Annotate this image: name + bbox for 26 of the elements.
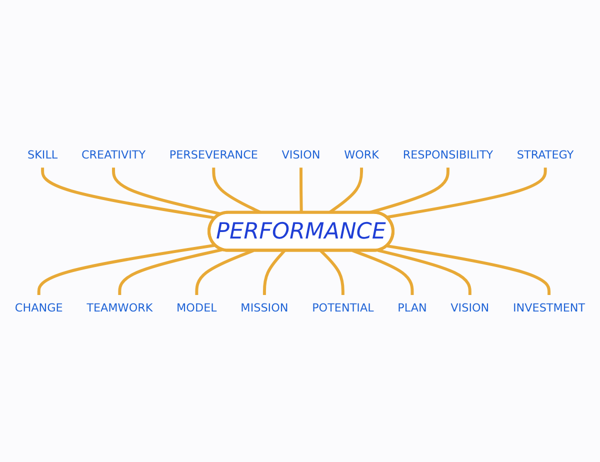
node-text: VISION bbox=[450, 300, 490, 314]
node-text: RESPONSIBILITY bbox=[402, 148, 494, 162]
connector bbox=[368, 167, 450, 214]
connector bbox=[37, 243, 216, 295]
node-text: SKILL bbox=[27, 148, 58, 162]
node-text: WORK bbox=[344, 148, 379, 162]
node-text: MISSION bbox=[240, 300, 288, 314]
connector bbox=[386, 167, 547, 218]
connector bbox=[112, 167, 222, 216]
connector bbox=[41, 167, 216, 220]
node-text: INVESTMENT bbox=[512, 300, 586, 314]
node-text: PLAN bbox=[398, 300, 427, 314]
connector bbox=[320, 249, 344, 295]
node-text: CREATIVITY bbox=[81, 148, 146, 162]
connector bbox=[262, 249, 286, 295]
node-text: STRATEGY bbox=[516, 148, 574, 162]
node-text: VISION bbox=[282, 148, 320, 162]
node-text: CHANGE bbox=[14, 300, 63, 314]
connector bbox=[300, 167, 303, 212]
connector bbox=[386, 244, 551, 295]
connector bbox=[118, 248, 223, 295]
node-text: TEAMWORK bbox=[86, 300, 153, 314]
node-text: POTENTIAL bbox=[312, 300, 374, 314]
node-text: PERSEVERANCE bbox=[169, 148, 258, 162]
node-text: MODEL bbox=[176, 300, 217, 314]
connector bbox=[377, 248, 472, 295]
